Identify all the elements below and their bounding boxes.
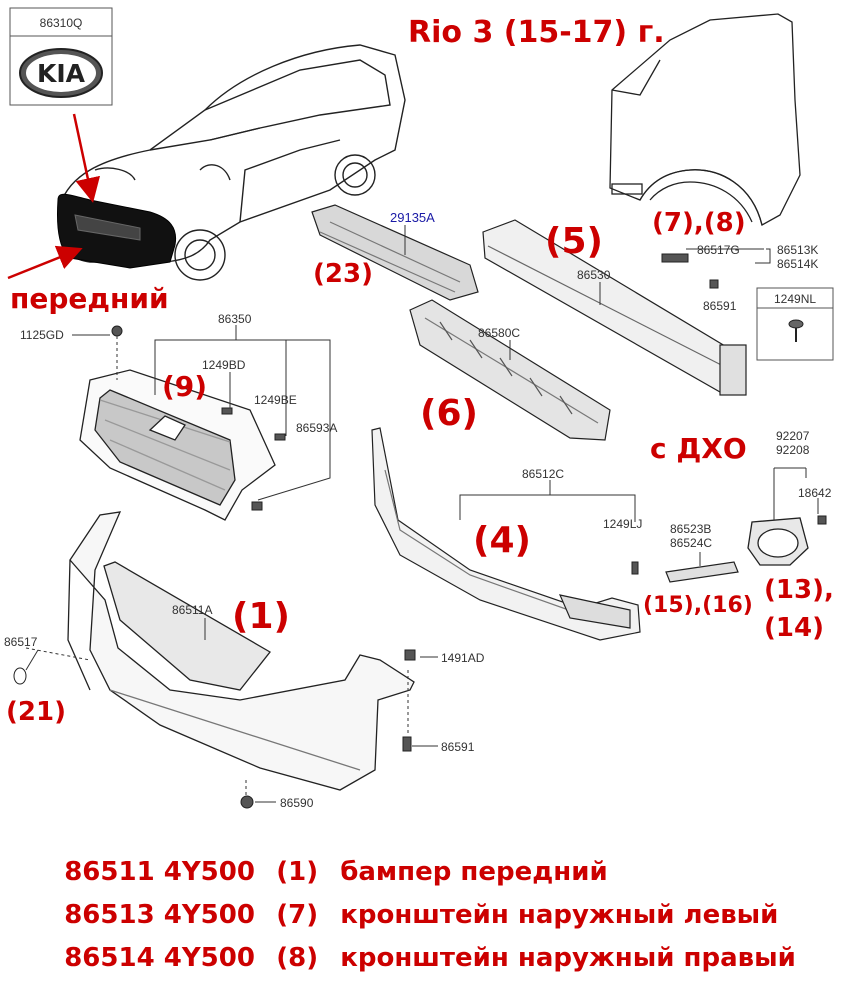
fog-lamp (747, 517, 809, 566)
pn-1249LJ: 1249LJ (603, 517, 642, 531)
pn-86513K: 86513K (777, 243, 818, 257)
ref-7-8: (7),(8) (652, 208, 746, 238)
drl-label: с ДХО (650, 432, 747, 465)
front-bumper (67, 511, 415, 791)
pn-86580C: 86580C (478, 326, 520, 340)
pn-86524C: 86524C (670, 536, 712, 550)
logo-text: KIA (37, 59, 86, 88)
part-code: 86513 4Y500 (64, 900, 255, 930)
ref-4: (4) (473, 520, 531, 561)
pn-86511A: 86511A (172, 603, 212, 617)
pn-1249BD: 1249BD (202, 358, 246, 372)
part-name: бампер передний (340, 857, 608, 887)
pn-86514K: 86514K (777, 257, 818, 271)
parts-list-row: 86514 4Y500 (8) кронштейн наружный правый (28, 913, 796, 1003)
arrow-to-emblem (72, 113, 101, 203)
pn-86591-a: 86591 (703, 299, 737, 313)
logo-part-number: 86310Q (40, 16, 83, 30)
pn-1125GD: 1125GD (20, 328, 64, 342)
diagram-title: Rio 3 (15-17) г. (408, 15, 665, 50)
part-ref: (8) (276, 943, 319, 973)
kia-logo-box: 86310Q KIA (9, 7, 113, 106)
car-illustration (59, 44, 406, 281)
bumper-beam (482, 219, 747, 396)
pn-29135A: 29135A (390, 210, 435, 225)
pn-86593A: 86593A (296, 421, 337, 435)
ref-13: (13), (764, 575, 834, 605)
ref-5: (5) (545, 221, 603, 262)
pn-1249NL: 1249NL (774, 292, 816, 306)
ref-23: (23) (313, 259, 373, 289)
fastener-icons (13, 253, 827, 809)
pn-86517: 86517 (4, 635, 38, 649)
pn-86591-b: 86591 (441, 740, 475, 754)
part-name: кронштейн наружный правый (340, 943, 796, 973)
energy-absorber (409, 299, 611, 441)
pn-86530: 86530 (577, 268, 611, 282)
part-ref: (7) (276, 900, 319, 930)
under-cover (311, 204, 479, 301)
ref-6: (6) (420, 393, 478, 434)
part-ref: (1) (276, 857, 319, 887)
ref-15-16: (15),(16) (643, 593, 753, 618)
ref-21: (21) (6, 697, 66, 727)
pn-18642: 18642 (798, 486, 832, 500)
pn-86350: 86350 (218, 312, 252, 326)
kia-emblem-icon: KIA (19, 48, 103, 98)
front-label: передний (10, 282, 169, 315)
pn-92208: 92208 (776, 443, 810, 457)
parts-diagram: Rio 3 (15-17) г. 86310Q KIA передний (4, 7, 834, 810)
screw-box (756, 287, 834, 361)
pn-86523B: 86523B (670, 522, 711, 536)
pn-1491AD: 1491AD (441, 651, 485, 665)
pn-86590: 86590 (280, 796, 314, 810)
drl-strip (665, 561, 739, 583)
lower-bumper (371, 427, 641, 641)
part-code: 86514 4Y500 (64, 943, 255, 973)
ref-14: (14) (764, 613, 824, 643)
parts-list-row: 86511 4Y500 (1) бампер передний (28, 827, 608, 917)
fender-illustration (609, 13, 801, 226)
pn-92207: 92207 (776, 429, 810, 443)
ref-9: (9) (162, 370, 207, 403)
screw-icon (788, 319, 804, 342)
part-name: кронштейн наружный левый (340, 900, 779, 930)
pn-1249BE: 1249BE (254, 393, 297, 407)
arrow-to-bumper (7, 245, 83, 280)
car-front-bumper-highlight (57, 193, 177, 269)
pn-86512C: 86512C (522, 467, 564, 481)
ref-1: (1) (232, 596, 290, 637)
part-code: 86511 4Y500 (64, 857, 255, 887)
pn-86517G: 86517G (697, 243, 740, 257)
parts-list-row: 86513 4Y500 (7) кронштейн наружный левый (28, 870, 778, 960)
leader-lines (25, 225, 819, 803)
